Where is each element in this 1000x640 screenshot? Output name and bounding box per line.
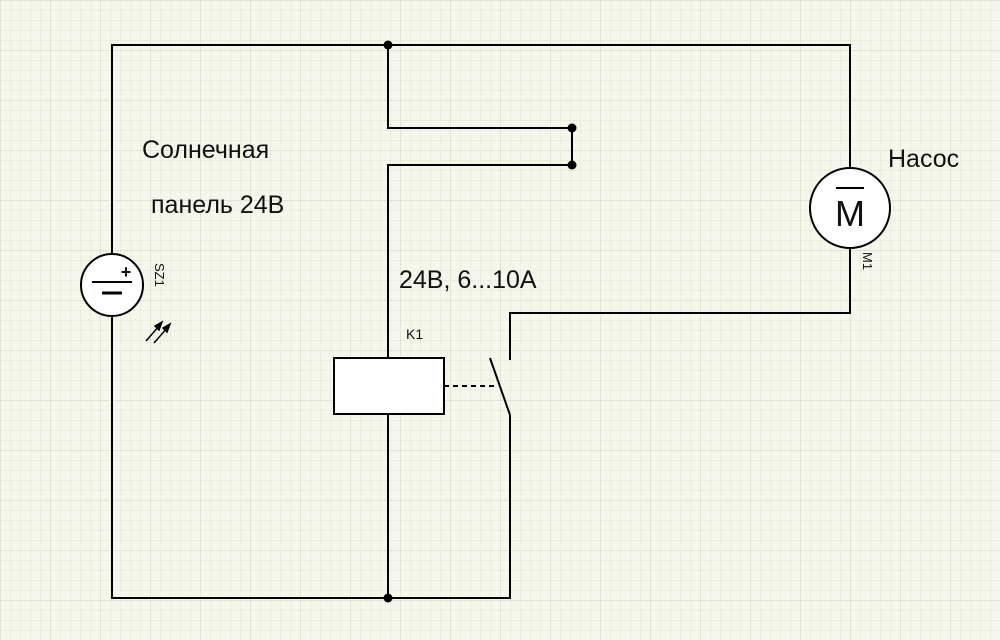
motor-symbol: M bbox=[835, 193, 865, 234]
light-arrows-icon bbox=[145, 320, 172, 344]
solar-panel-label-line1: Солнечная bbox=[142, 136, 269, 164]
motor-ref-label: M1 bbox=[860, 252, 875, 270]
pump-label: Насос bbox=[888, 145, 959, 173]
junction-dot bbox=[567, 160, 577, 170]
relay-ref-label: K1 bbox=[406, 326, 423, 342]
solar-cell-icon: + bbox=[80, 253, 144, 317]
left-bottom-wire bbox=[111, 315, 511, 599]
motor-icon: M bbox=[809, 167, 891, 249]
pump-return-wire bbox=[509, 248, 851, 360]
solar-panel-label-line2: панель 24В bbox=[151, 191, 284, 219]
relay-switch-contact bbox=[489, 357, 511, 416]
junction-dot bbox=[383, 40, 393, 50]
wires bbox=[111, 44, 851, 599]
junctions bbox=[383, 40, 577, 603]
relay-coil-icon bbox=[333, 357, 445, 415]
junction-dot bbox=[567, 123, 577, 133]
jumper-upper-wire bbox=[387, 45, 572, 129]
plus-sign: + bbox=[121, 262, 132, 282]
top-wire bbox=[111, 44, 851, 255]
jumper-lower-wire bbox=[387, 128, 573, 358]
relay-rating-label: 24В, 6...10А bbox=[399, 266, 537, 294]
solar-ref-label: SZ1 bbox=[152, 263, 167, 287]
junction-dot bbox=[383, 593, 393, 603]
